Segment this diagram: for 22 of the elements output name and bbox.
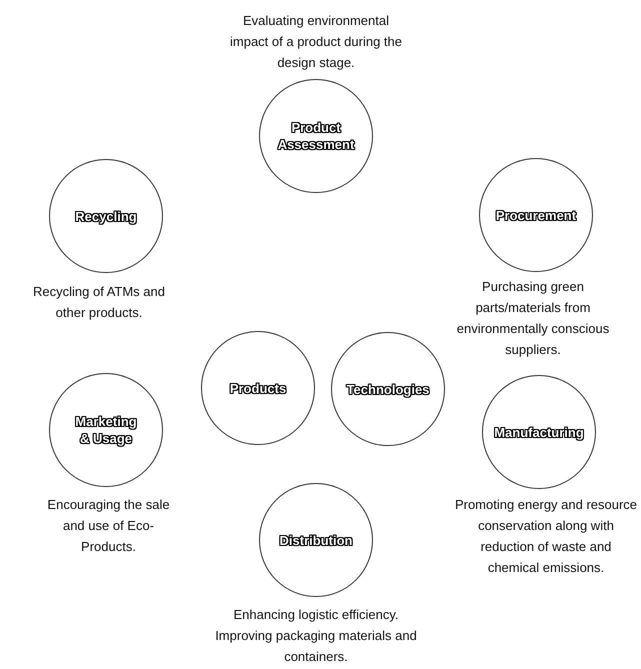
circle-node [49,159,163,273]
description-text: Purchasing green parts/materials from environmentally conscious suppliers. [456,278,610,359]
circle-label: Marketing & Usage [74,413,138,447]
circle-node [259,79,373,193]
description-text: Promoting energy and resource conservation along with reduction of waste and chemical emissions. [454,496,638,577]
circle-label: Recycling [75,208,137,224]
circle-label: Products [230,380,286,396]
description-text: Encouraging the sale and use of Eco-Products. [46,496,171,556]
circle-node [49,373,163,487]
description-text: Evaluating environmental impact of a product during the design stage. [229,12,403,72]
circle-label: Product Assessment [276,119,356,153]
circle-label: Manufacturing [494,424,584,440]
circle-label: Distribution [280,532,352,548]
circle-label: Procurement [496,206,576,224]
circle-node [479,158,593,272]
circle-node [259,483,373,597]
circle-node [482,375,596,489]
description-text: Recycling of ATMs and other products. [32,283,166,322]
circle-node [331,332,445,446]
description-text: Enhancing logistic efficiency. Improving packaging materials and containers. [214,606,418,666]
circle-node [201,331,315,445]
circle-label: Technologies [346,380,430,398]
